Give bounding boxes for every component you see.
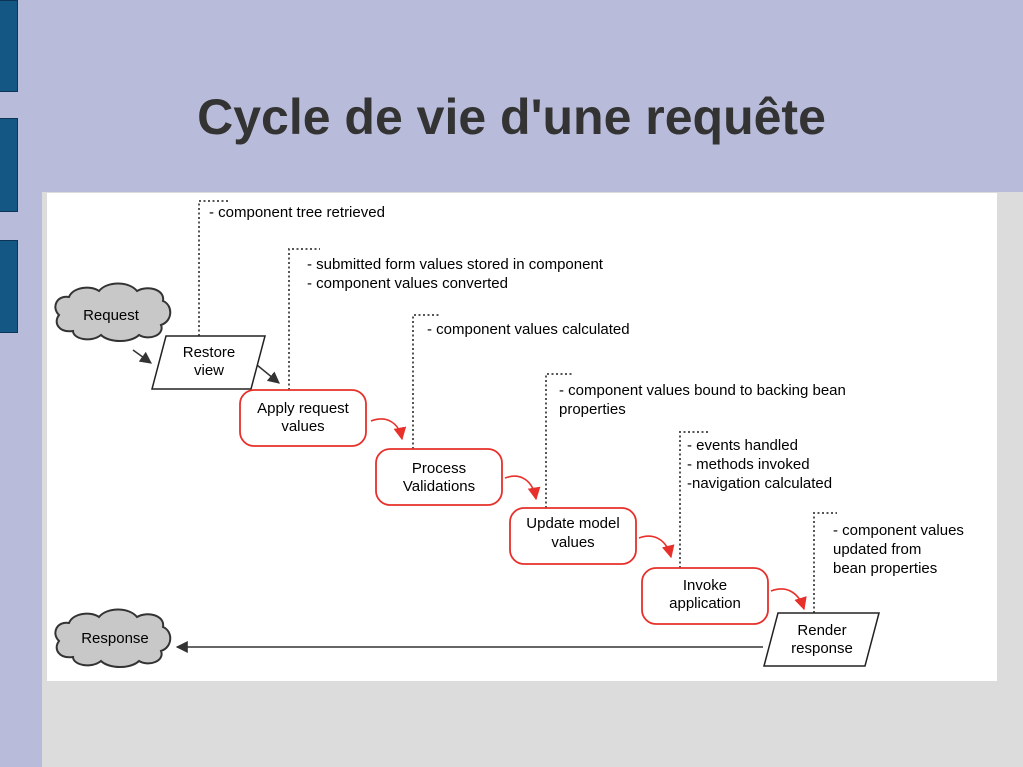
phase-1-label-line: Restore xyxy=(183,344,236,361)
phase-6-label-line: response xyxy=(791,640,853,657)
phase-4-box xyxy=(509,507,637,565)
phase-3-note: - component values calculated xyxy=(427,321,630,338)
phase-6-note: bean properties xyxy=(833,560,937,577)
request-arrow xyxy=(132,349,152,364)
phase-2-connector xyxy=(288,248,320,390)
phase-1-connector xyxy=(198,200,230,336)
phase-1-label-line: view xyxy=(194,362,224,379)
phase-3-box xyxy=(375,448,503,506)
update-to-invoke-arrow xyxy=(638,535,675,559)
phase-5-note: - events handled xyxy=(687,437,798,454)
phase-6-note: updated from xyxy=(833,541,921,558)
phase-6-connector xyxy=(813,512,837,613)
phase-2-label-line: Apply request xyxy=(257,400,350,417)
phase-5-label-line: Invoke xyxy=(683,577,727,594)
note-group: - component tree retrieved - submitted fo… xyxy=(209,204,964,577)
phase-2-note: - component values converted xyxy=(307,275,508,292)
response-cloud: Response xyxy=(54,608,172,668)
phase-2-note: - submitted form values stored in compon… xyxy=(307,256,604,273)
apply-to-process-arrow xyxy=(370,418,407,441)
phase-4-note: properties xyxy=(559,401,626,418)
side-tab-1 xyxy=(0,0,18,92)
phase-6-note: - component values xyxy=(833,522,964,539)
restore-to-apply-arrow xyxy=(256,364,280,384)
slide-title: Cycle de vie d'une requête xyxy=(197,89,826,145)
request-cloud: Request xyxy=(54,282,172,342)
phase-5-connector xyxy=(679,431,709,568)
phase-6-label-line: Render xyxy=(797,622,846,639)
side-tab-2 xyxy=(0,118,18,212)
phase-4-note: - component values bound to backing bean xyxy=(559,382,846,399)
phase-2-label-line: values xyxy=(281,418,324,435)
phase-2-box xyxy=(239,389,367,447)
phase-5-label-line: application xyxy=(669,595,741,612)
phase-3-label-line: Validations xyxy=(403,478,475,495)
invoke-to-render-arrow xyxy=(770,588,807,611)
phase-4-label-line: Update model xyxy=(526,515,619,532)
request-label: Request xyxy=(83,307,140,324)
phase-5-box xyxy=(641,567,769,625)
phase-1-note: - component tree retrieved xyxy=(209,204,385,221)
phase-4: Update model values xyxy=(509,373,637,565)
side-tab-3 xyxy=(0,240,18,333)
process-to-update-arrow xyxy=(504,475,541,501)
phase-3-label-line: Process xyxy=(412,460,466,477)
phase-1-box xyxy=(151,335,266,390)
phase-4-label-line: values xyxy=(551,534,594,551)
phase-5-note: -navigation calculated xyxy=(687,475,832,492)
title-band xyxy=(0,0,1023,192)
phase-6-box xyxy=(763,612,880,667)
response-label: Response xyxy=(81,630,149,647)
phase-5-note: - methods invoked xyxy=(687,456,810,473)
